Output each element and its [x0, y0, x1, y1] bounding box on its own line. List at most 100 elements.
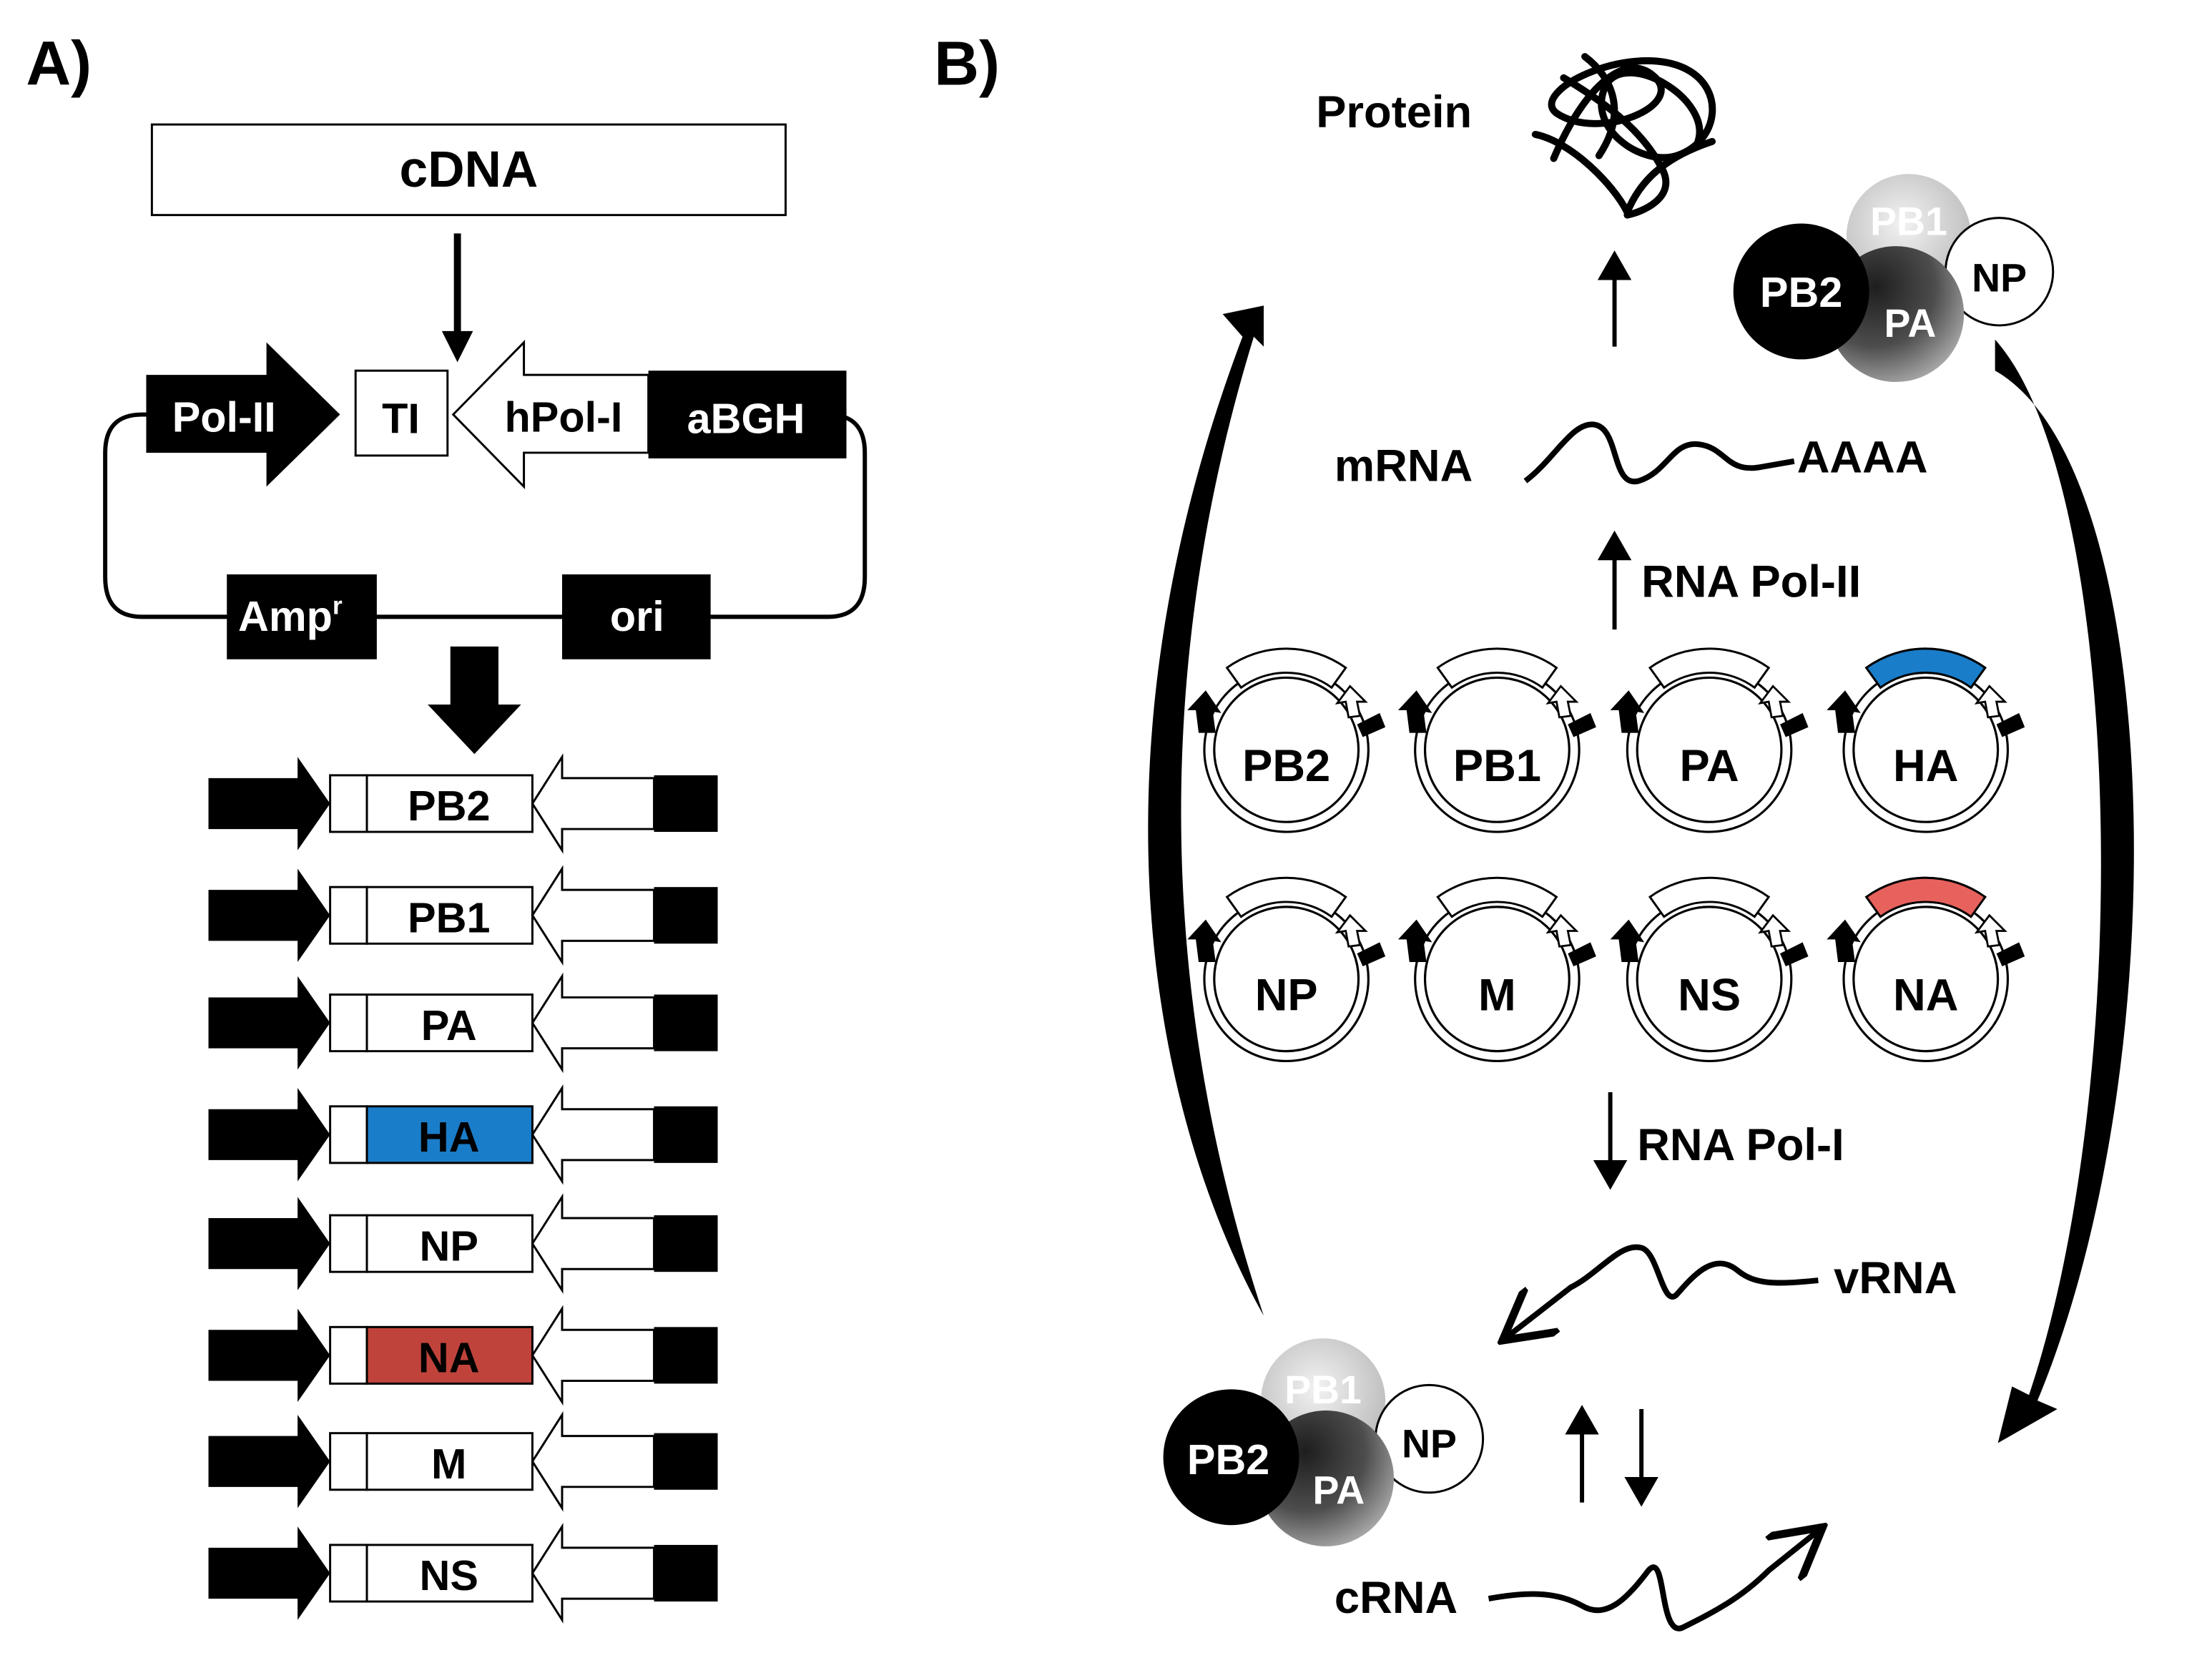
segment-row: NS: [208, 1523, 718, 1624]
panel-b-label: B): [934, 29, 1000, 99]
gene-insert-arc: [1864, 876, 1987, 918]
protein-label: Protein: [1316, 87, 1472, 137]
hpol1-promoter-arrow: [531, 865, 656, 966]
rna-pol2-label: RNA Pol-II: [1641, 557, 1861, 607]
ori-marker: ori: [561, 574, 711, 659]
np-label: NP: [1402, 1421, 1457, 1466]
plasmid-label: PB1: [1453, 741, 1541, 791]
terminator-block: [654, 1544, 718, 1602]
mini-plasmid: NS: [1609, 876, 1810, 1063]
vrna-label: vRNA: [1834, 1253, 1957, 1303]
pb1-label: PB1: [1284, 1368, 1362, 1412]
panel-a-label: A): [26, 29, 92, 99]
terminator-block: [654, 887, 718, 944]
pb2-label: PB2: [1187, 1436, 1269, 1483]
segment-row: HA: [208, 1084, 718, 1185]
terminator-box: TI: [354, 369, 449, 457]
pb2-subunit: [1163, 1389, 1299, 1526]
plasmid-label: M: [1478, 970, 1516, 1020]
cycle-arrow-left: [1148, 305, 1264, 1316]
ampr-superscript: r: [333, 591, 343, 619]
pol2-promoter-arrow: [208, 976, 330, 1070]
pol2-promoter-arrow: [208, 757, 330, 850]
hpol1-promoter-arrow: [531, 753, 656, 854]
terminator-block: [654, 994, 718, 1051]
segment-gene-box: [365, 1105, 534, 1164]
pa-label: PA: [1884, 301, 1937, 345]
hpol1-promoter: hPol-I: [451, 340, 650, 490]
segment-label: PA: [421, 1001, 477, 1049]
mrna-strand: [1523, 421, 1795, 485]
pol2-promoter-arrow: [208, 1088, 330, 1182]
pb2-label: PB2: [1760, 268, 1842, 316]
pol2-promoter-arrow: [208, 1197, 330, 1290]
plasmid-label: HA: [1893, 741, 1958, 791]
plasmid-label: PB2: [1242, 741, 1330, 791]
protein-icon: [1531, 53, 1716, 219]
segment-label: PB2: [408, 782, 490, 830]
segment-row: NP: [208, 1193, 718, 1294]
svg-text:Ampr: Ampr: [238, 591, 343, 640]
mini-plasmid: PB1: [1397, 647, 1598, 833]
replication-arrows: [1565, 1405, 1658, 1507]
terminator-box: [329, 1214, 368, 1273]
mini-plasmid: M: [1397, 876, 1598, 1063]
pb1-label: PB1: [1870, 199, 1947, 243]
plasmid-label: NS: [1678, 970, 1741, 1020]
hpol1-promoter-arrow: [531, 1305, 656, 1406]
segment-label: HA: [418, 1113, 480, 1161]
terminator-block: [654, 1327, 718, 1384]
segment-label: PB1: [408, 893, 490, 941]
rna-pol1-label: RNA Pol-I: [1637, 1120, 1844, 1170]
cdna-insert-arrow: [441, 233, 473, 363]
segment-gene-box: [365, 1432, 534, 1491]
segment-row: PA: [208, 972, 718, 1074]
terminator-block: [654, 775, 718, 833]
hpol1-promoter-arrow: [531, 1084, 656, 1185]
plasmid-label: NA: [1893, 970, 1958, 1020]
rnp-complex-bottom: PB1 NP PA PB2: [1163, 1338, 1485, 1546]
mrna-label: mRNA: [1334, 441, 1473, 491]
pol2-promoter-arrow: [208, 1414, 330, 1508]
terminator-box: [329, 1432, 368, 1491]
mini-plasmid: NA: [1825, 876, 2026, 1063]
cdna-label: cDNA: [400, 142, 539, 198]
terminator-block: [654, 1433, 718, 1490]
mini-plasmid: PB2: [1186, 647, 1387, 833]
segment-label: NP: [420, 1222, 478, 1270]
segment-row: PB2: [208, 753, 718, 854]
abgh-terminator: aBGH: [648, 371, 847, 458]
hpol1-promoter-arrow: [531, 1523, 656, 1624]
pol2-promoter: Pol-II: [146, 342, 340, 487]
ampr-label: Amp: [238, 592, 333, 640]
gene-insert-arc: [1864, 647, 1987, 690]
plasmid-grid: PB2 PB1 PA HA NP M NS NA: [1186, 647, 2026, 1063]
hpol1-label: hPol-I: [505, 393, 623, 441]
rnp-complex-top: PB1 NP PA PB2: [1733, 174, 2055, 383]
segment-row: NA: [208, 1305, 718, 1406]
terminator-box: [329, 774, 368, 833]
cycle-arrow-right: [1995, 339, 2134, 1443]
segment-gene-box: [365, 885, 534, 945]
ori-label: ori: [610, 592, 664, 640]
terminator-label: TI: [382, 394, 420, 442]
mini-plasmid: HA: [1825, 647, 2026, 833]
terminator-box: [329, 994, 368, 1053]
np-label: NP: [1972, 255, 2027, 300]
crna-label: cRNA: [1334, 1573, 1458, 1623]
polya-label: AAAA: [1797, 433, 1928, 483]
mini-plasmid: NP: [1186, 876, 1387, 1063]
segment-label: NS: [420, 1551, 478, 1599]
segment-gene-box: [365, 1214, 534, 1273]
pol2-promoter-arrow: [208, 868, 330, 963]
hpol1-promoter-arrow: [531, 1411, 656, 1512]
segment-label: NA: [418, 1334, 480, 1382]
plasmid-label: PA: [1679, 741, 1739, 791]
segment-row: PB1: [208, 865, 718, 966]
abgh-label: aBGH: [687, 394, 805, 442]
ampr-marker: Ampr: [227, 574, 377, 659]
plasmid-backbone: [103, 412, 867, 619]
terminator-box: [329, 1105, 368, 1164]
